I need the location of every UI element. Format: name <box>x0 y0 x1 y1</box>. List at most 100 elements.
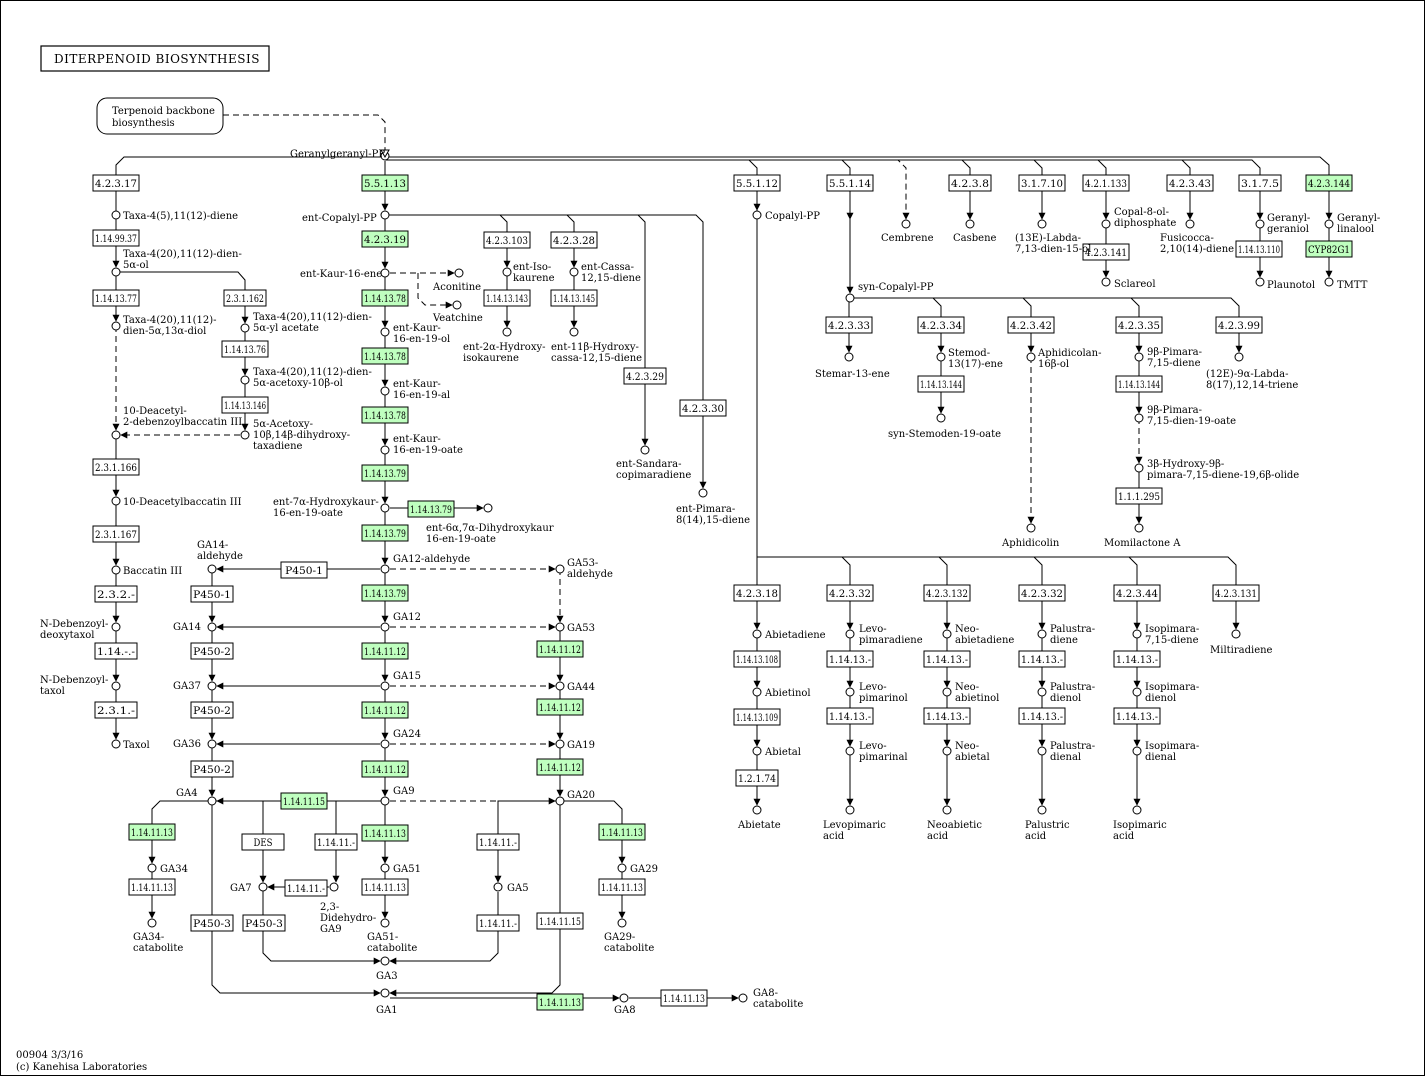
enzyme-box[interactable]: 1.1.1.295 <box>1115 487 1163 505</box>
enzyme-box[interactable]: 1.14.13.- <box>1113 707 1161 725</box>
compound-node[interactable] <box>111 496 121 506</box>
enzyme-box[interactable]: 5.5.1.12 <box>733 174 781 192</box>
compound-node[interactable] <box>147 863 157 873</box>
enzyme-box[interactable]: 1.14.11.13 <box>361 824 409 842</box>
enzyme-box[interactable]: 1.14.13.- <box>923 650 971 668</box>
enzyme-box[interactable]: CYP82G1 <box>1305 240 1353 258</box>
title-box[interactable]: DITERPENOID BIOSYNTHESIS <box>40 45 270 72</box>
enzyme-box[interactable]: 4.2.3.8 <box>948 174 992 192</box>
compound-node[interactable] <box>844 352 854 362</box>
compound-node[interactable] <box>1037 629 1047 639</box>
enzyme-box[interactable]: 4.2.3.43 <box>1166 174 1214 192</box>
enzyme-box[interactable]: 4.2.3.44 <box>1113 584 1161 602</box>
enzyme-box[interactable]: 4.2.3.141 <box>1082 243 1130 261</box>
compound-node[interactable] <box>380 739 390 749</box>
enzyme-box[interactable]: 1.14.11.13 <box>598 823 646 841</box>
compound-node[interactable] <box>752 746 762 756</box>
enzyme-box[interactable]: 1.14.13.- <box>1113 650 1161 668</box>
enzyme-box[interactable]: 4.2.3.99 <box>1215 316 1263 334</box>
compound-node[interactable] <box>1026 352 1036 362</box>
compound-node[interactable] <box>738 993 748 1003</box>
compound-node[interactable] <box>936 413 946 423</box>
compound-node[interactable] <box>111 622 121 632</box>
compound-node[interactable] <box>380 268 390 278</box>
compound-node[interactable] <box>901 219 911 229</box>
compound-node[interactable] <box>555 796 565 806</box>
enzyme-box[interactable]: 4.2.1.133 <box>1082 174 1130 192</box>
compound-node[interactable] <box>111 739 121 749</box>
compound-node[interactable] <box>380 796 390 806</box>
compound-node[interactable] <box>380 681 390 691</box>
enzyme-box[interactable]: 1.14.13.144 <box>1115 375 1163 393</box>
compound-node[interactable] <box>1255 277 1265 287</box>
enzyme-box[interactable]: 1.2.1.74 <box>735 769 779 787</box>
compound-node[interactable] <box>619 993 629 1003</box>
compound-node[interactable] <box>845 293 855 303</box>
enzyme-box[interactable]: 4.2.3.42 <box>1007 316 1055 334</box>
enzyme-box[interactable]: 2.3.1.- <box>94 701 138 719</box>
compound-node[interactable] <box>1037 805 1047 815</box>
enzyme-box[interactable]: 4.2.3.18 <box>733 584 781 602</box>
compound-node[interactable] <box>1134 523 1144 533</box>
enzyme-box[interactable]: P450-2 <box>190 642 234 660</box>
enzyme-box[interactable]: 1.14.11.- <box>476 914 520 932</box>
compound-node[interactable] <box>207 681 217 691</box>
enzyme-box[interactable]: 4.2.3.131 <box>1212 584 1260 602</box>
enzyme-box[interactable]: DES <box>241 833 285 851</box>
enzyme-box[interactable]: 1.14.13.78 <box>361 347 409 365</box>
enzyme-box[interactable]: 1.14.-.- <box>94 642 138 660</box>
enzyme-box[interactable]: 1.14.11.13 <box>660 989 708 1007</box>
compound-node[interactable] <box>380 327 390 337</box>
compound-node[interactable] <box>1026 523 1036 533</box>
compound-node[interactable] <box>380 210 390 220</box>
enzyme-box[interactable]: P450-2 <box>190 701 234 719</box>
compound-node[interactable] <box>1037 746 1047 756</box>
compound-node[interactable] <box>502 267 512 277</box>
compound-node[interactable] <box>207 739 217 749</box>
compound-node[interactable] <box>1134 413 1144 423</box>
enzyme-box[interactable]: 1.14.11.15 <box>280 792 328 810</box>
compound-node[interactable] <box>1037 219 1047 229</box>
compound-node[interactable] <box>1234 352 1244 362</box>
compound-node[interactable] <box>942 629 952 639</box>
enzyme-box[interactable]: 1.14.11.13 <box>128 823 176 841</box>
enzyme-box[interactable]: 1.14.11.- <box>284 879 328 897</box>
enzyme-box[interactable]: 1.14.13.79 <box>361 584 409 602</box>
enzyme-box[interactable]: 3.1.7.10 <box>1018 174 1066 192</box>
enzyme-box[interactable]: 1.14.11.13 <box>128 878 176 896</box>
enzyme-box[interactable]: 1.14.11.12 <box>361 701 409 719</box>
enzyme-box[interactable]: P450-1 <box>190 585 234 603</box>
enzyme-box[interactable]: 4.2.3.103 <box>483 231 531 249</box>
enzyme-box[interactable]: 1.14.13.77 <box>92 289 140 307</box>
compound-node[interactable] <box>555 564 565 574</box>
enzyme-box[interactable]: 2.3.1.167 <box>92 525 140 543</box>
compound-node[interactable] <box>1101 277 1111 287</box>
compound-node[interactable] <box>207 564 217 574</box>
compound-node[interactable] <box>380 386 390 396</box>
compound-node[interactable] <box>111 681 121 691</box>
enzyme-box[interactable]: P450-1 <box>280 561 328 579</box>
compound-node[interactable] <box>1132 629 1142 639</box>
enzyme-box[interactable]: 3.1.7.5 <box>1238 174 1282 192</box>
compound-node[interactable] <box>111 267 121 277</box>
enzyme-box[interactable]: 1.14.13.145 <box>550 289 598 307</box>
enzyme-box[interactable]: P450-3 <box>242 914 286 932</box>
compound-node[interactable] <box>111 210 121 220</box>
enzyme-box[interactable]: 1.14.13.143 <box>483 289 531 307</box>
enzyme-box[interactable]: 1.14.13.146 <box>221 396 269 414</box>
compound-node[interactable] <box>1231 629 1241 639</box>
enzyme-box[interactable]: 1.14.13.- <box>826 707 874 725</box>
compound-node[interactable] <box>1037 687 1047 697</box>
compound-node[interactable] <box>502 327 512 337</box>
enzyme-box[interactable]: P450-2 <box>190 760 234 778</box>
compound-node[interactable] <box>1324 219 1334 229</box>
compound-node[interactable] <box>111 430 121 440</box>
compound-node[interactable] <box>258 882 268 892</box>
compound-node[interactable] <box>240 430 250 440</box>
enzyme-box[interactable]: 4.2.3.29 <box>623 367 667 385</box>
enzyme-box[interactable]: 1.14.13.79 <box>407 500 455 518</box>
compound-node[interactable] <box>207 796 217 806</box>
enzyme-box[interactable]: 2.3.2.- <box>94 585 138 603</box>
compound-node[interactable] <box>569 327 579 337</box>
compound-node[interactable] <box>752 805 762 815</box>
